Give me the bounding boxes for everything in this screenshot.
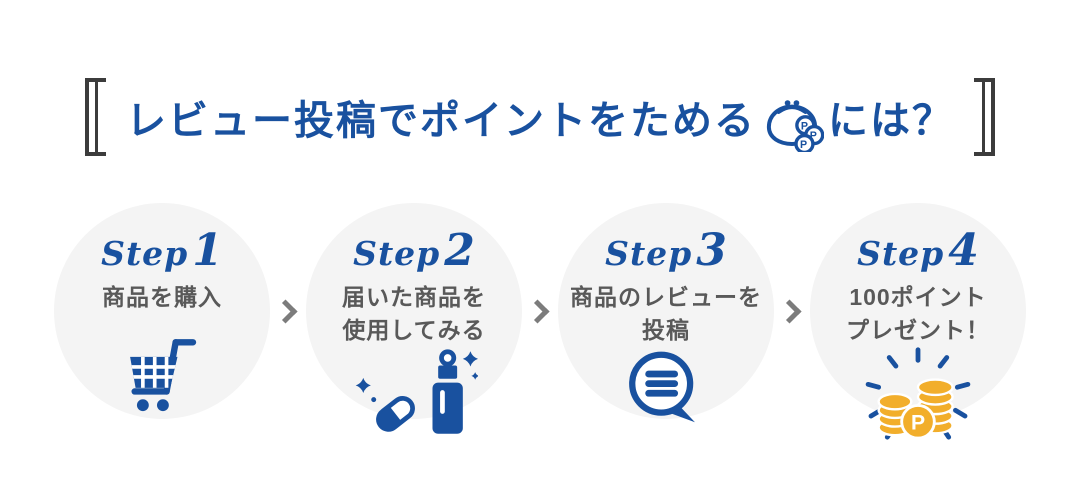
chevron-right-icon <box>522 298 558 324</box>
bracket-right-decoration <box>974 78 995 156</box>
review-speech-bubble-icon <box>622 347 710 429</box>
svg-text:P: P <box>801 120 810 132</box>
title-text-after: には？ <box>828 99 954 143</box>
svg-text:P: P <box>810 130 819 142</box>
title-text-before: レビュー投稿でポイントをためる <box>126 99 756 143</box>
coin-purse-icon: P P P <box>766 99 824 152</box>
chevron-right-icon <box>774 298 810 324</box>
svg-text:P: P <box>911 411 925 434</box>
svg-text:P: P <box>800 138 809 150</box>
pill-and-bottle-icon <box>350 347 478 439</box>
point-coins-icon: P <box>860 347 976 440</box>
page-title: レビュー投稿でポイントをためる P P P には？ <box>126 88 954 152</box>
step-3-description: 商品のレビューを 投稿 <box>570 284 762 343</box>
step-2-description: 届いた商品を 使用してみる <box>342 284 486 343</box>
review-points-infographic: レビュー投稿でポイントをためる P P P には？ <box>0 78 1080 500</box>
purse-point-coins: P P P <box>794 114 824 152</box>
bracket-left-decoration <box>85 78 106 156</box>
shopping-cart-icon <box>121 333 203 419</box>
chevron-right-icon <box>270 298 306 324</box>
title-banner: レビュー投稿でポイントをためる P P P には？ <box>0 78 1080 156</box>
step-4-description: 100ポイント プレゼント！ <box>846 284 990 343</box>
step-1-description: 商品を購入 <box>102 284 222 310</box>
